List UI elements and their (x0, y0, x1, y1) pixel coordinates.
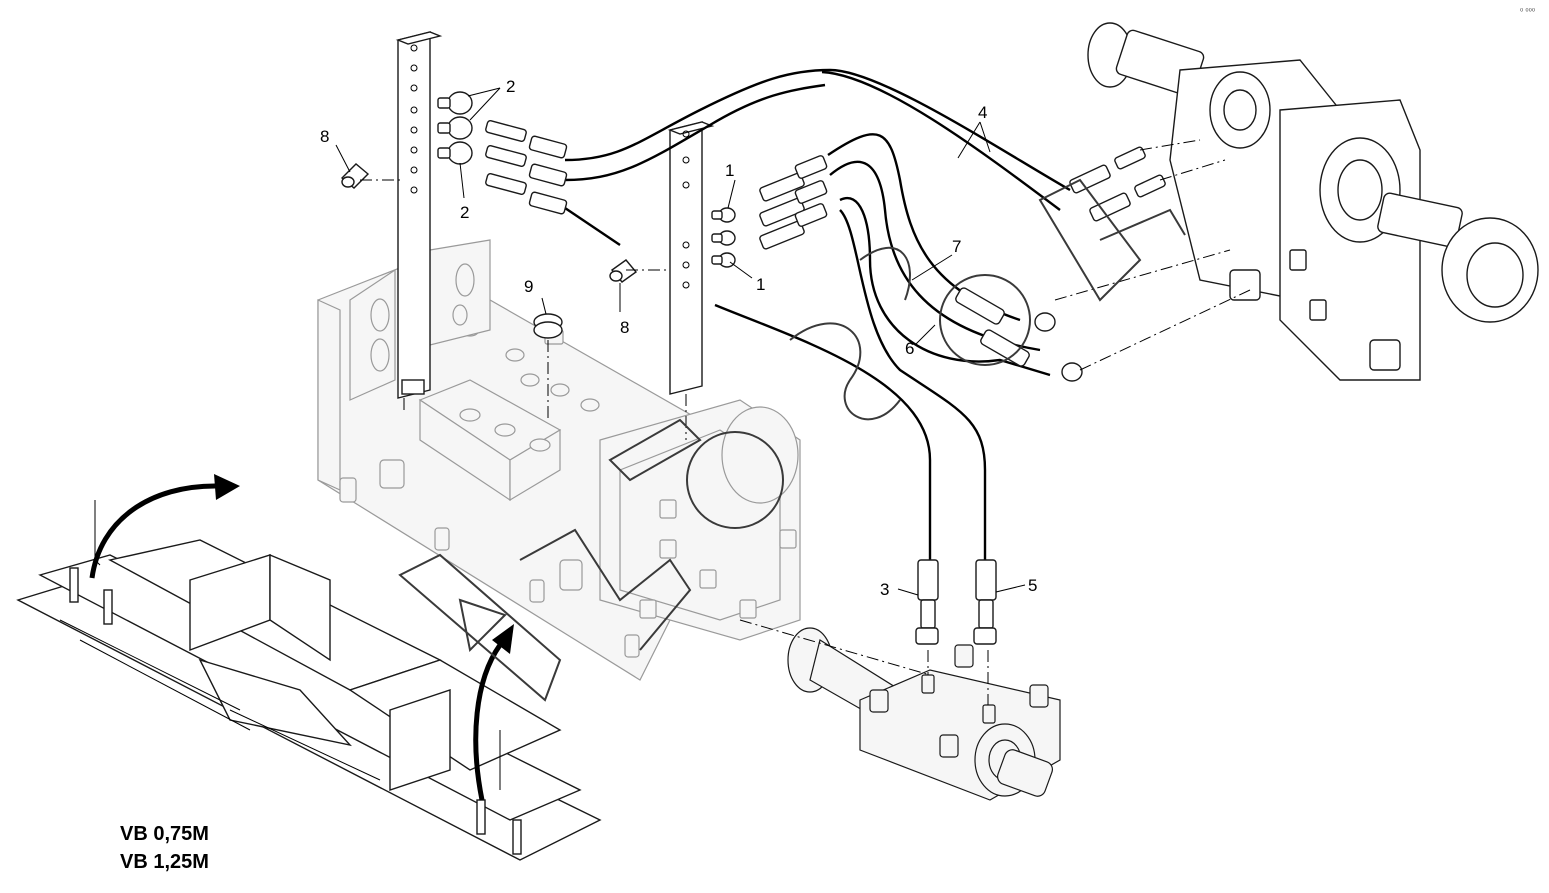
left-vertical-post (395, 31, 443, 410)
callout-5: 5 (1028, 576, 1037, 595)
callout-3: 3 (880, 580, 889, 599)
callout-1-bottom: 1 (756, 275, 765, 294)
callout-2-bottom: 2 (460, 203, 469, 222)
callout-7: 7 (952, 237, 961, 256)
leader-lines (335, 87, 1026, 596)
callout-8-mid: 8 (620, 318, 629, 337)
model-label-vb125: VB 1,25M (120, 851, 209, 873)
lower-axle-assembly (787, 627, 1061, 801)
callout-2-top: 2 (506, 77, 515, 96)
model-label-vb075: VB 0,75M (120, 823, 209, 845)
upper-axle-assembly (1087, 22, 1539, 381)
hydraulic-hoses (485, 68, 1166, 645)
watermark-logo (398, 178, 1186, 702)
pointer-arrows (89, 474, 514, 801)
callout-1-top: 1 (725, 161, 734, 180)
callout-labels: 2 2 8 8 9 1 1 4 7 6 3 5 (320, 77, 1037, 599)
center-lines (360, 139, 1251, 705)
machine-overview (16, 500, 602, 861)
main-frame-block (317, 239, 801, 681)
callout-8-left: 8 (320, 127, 329, 146)
callout-4: 4 (978, 103, 987, 122)
fitting-components (340, 91, 736, 420)
model-labels: VB 0,75M VB 1,25M (120, 823, 209, 873)
callout-9: 9 (524, 277, 533, 296)
corner-mark: ⁰ ⁰⁰⁰ (1520, 7, 1535, 16)
right-vertical-post (667, 121, 715, 440)
callout-6: 6 (905, 339, 914, 358)
